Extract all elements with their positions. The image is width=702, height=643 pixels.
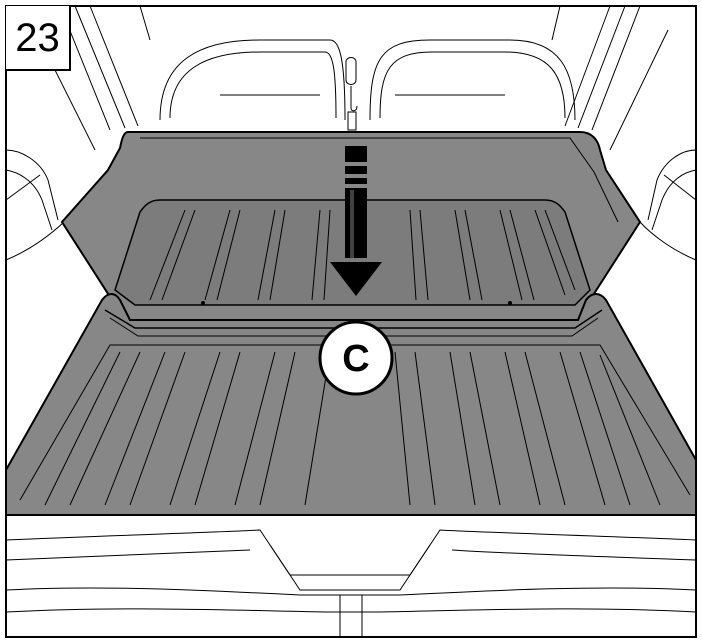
liner-lower-section	[5, 293, 697, 516]
down-arrow-icon	[330, 146, 382, 296]
step-number: 23	[15, 15, 60, 60]
callout-label: C	[342, 337, 370, 380]
bumper-lines	[5, 514, 697, 637]
callout-circle-icon	[318, 320, 394, 396]
vehicle-interior-lines	[5, 5, 697, 261]
step-number-box: 23	[6, 6, 71, 71]
